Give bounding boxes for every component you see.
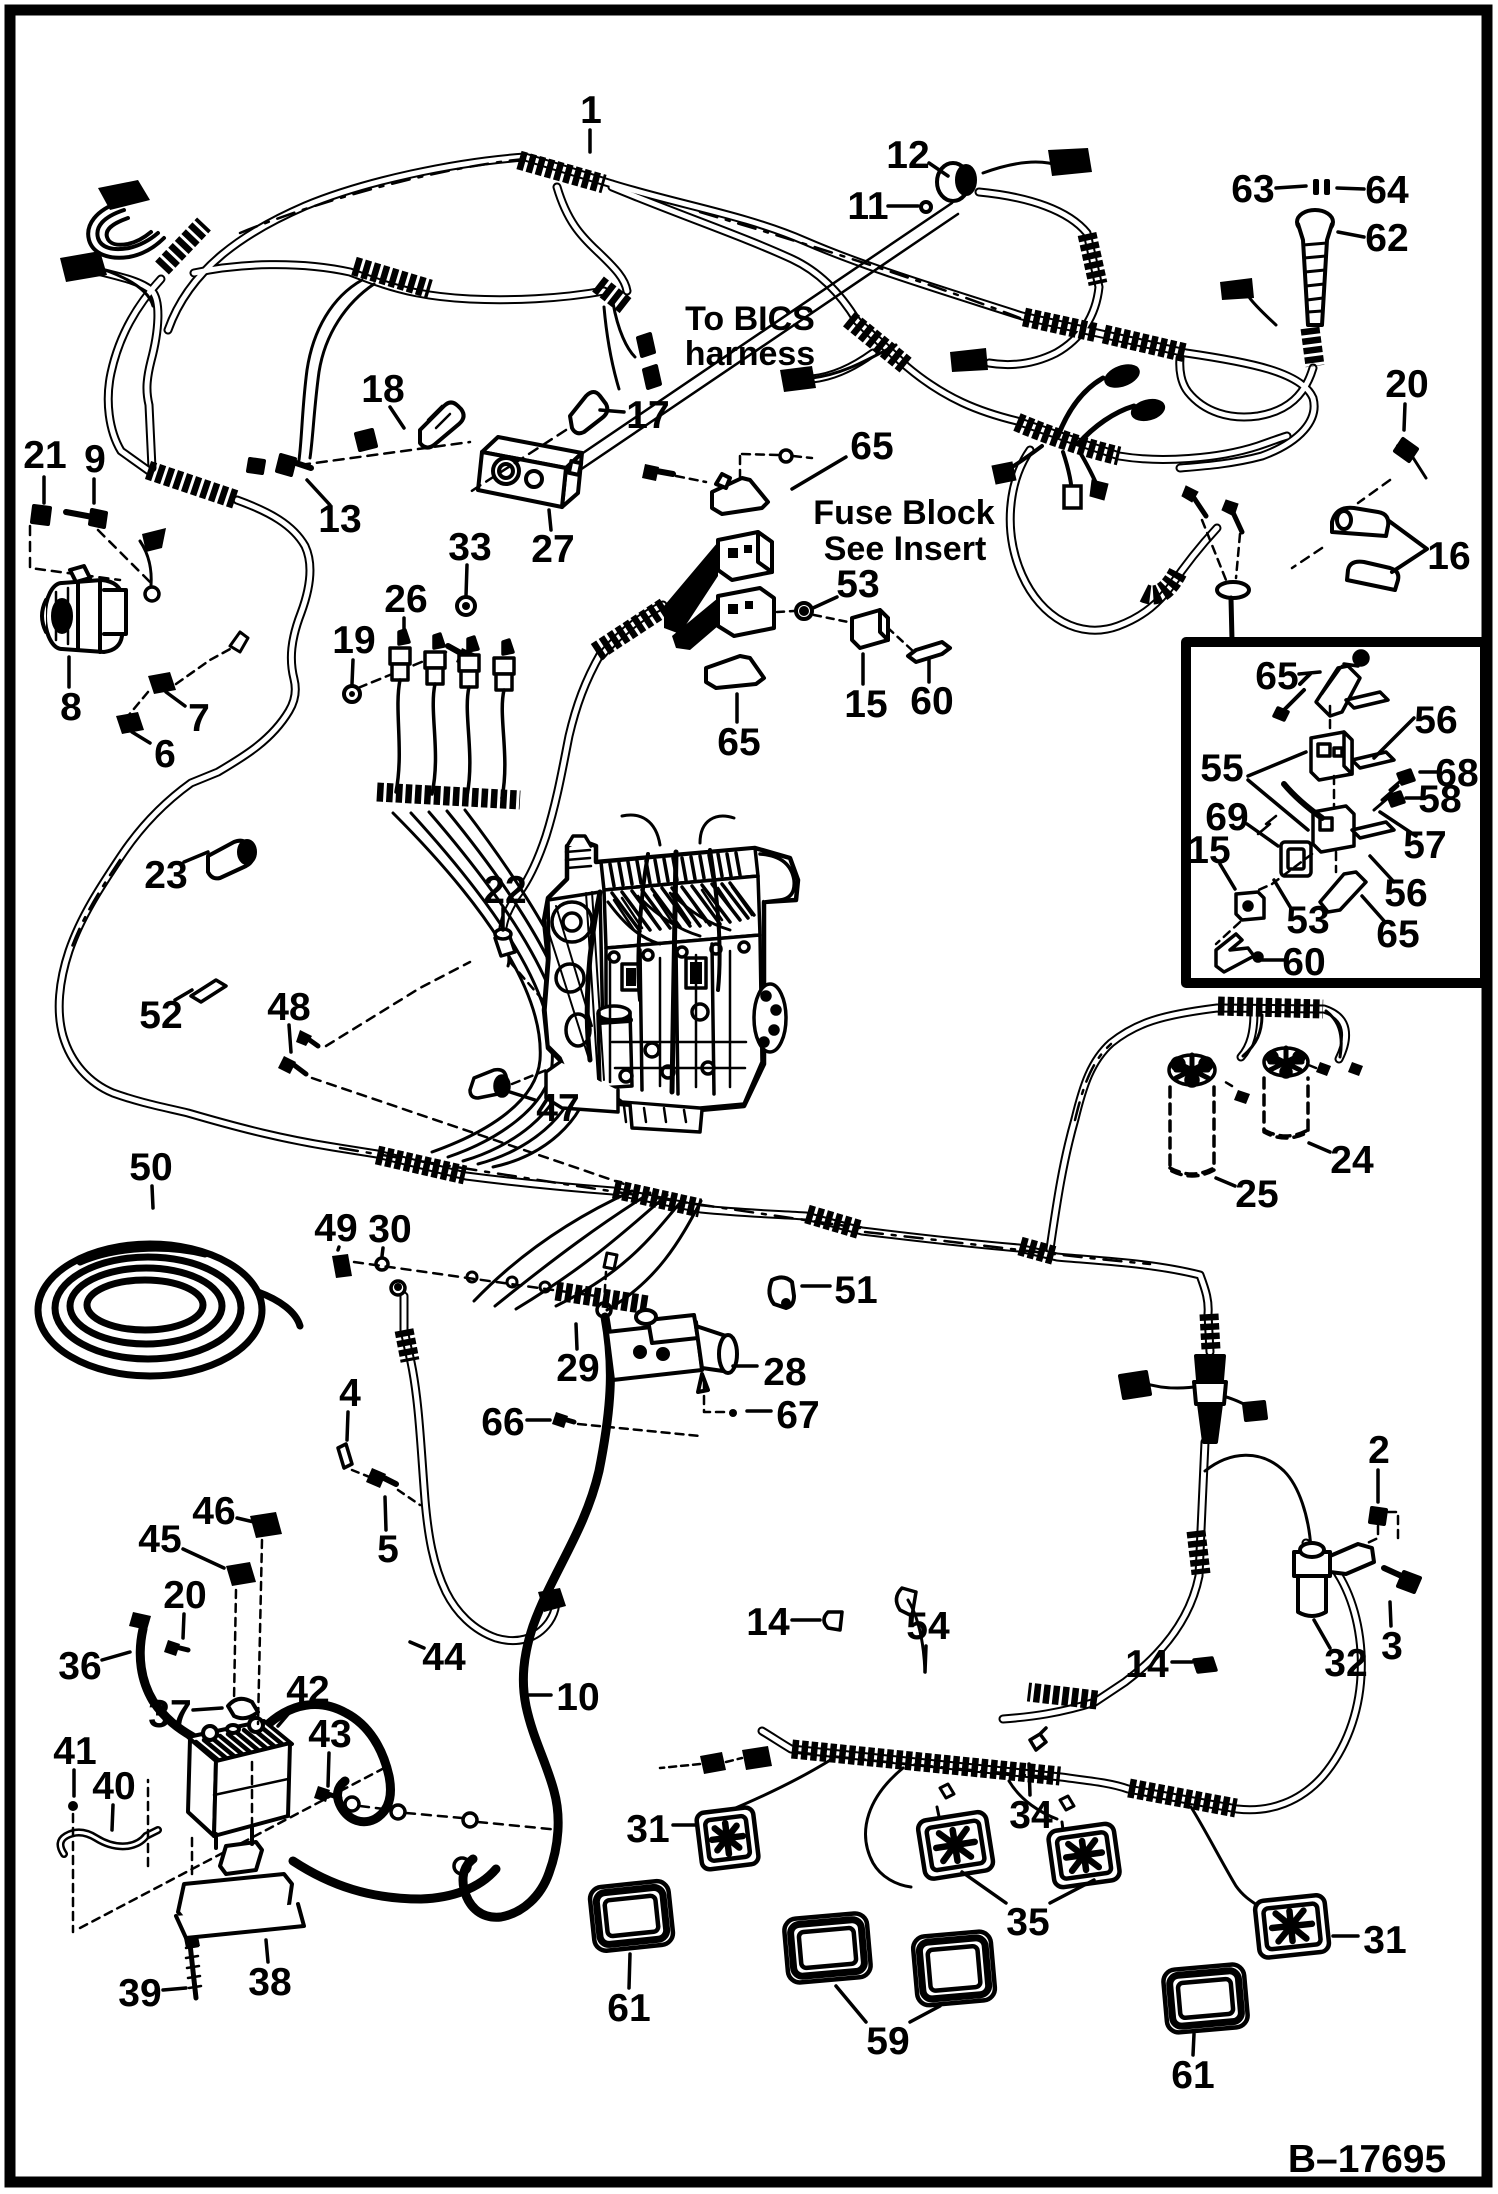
svg-text:24: 24 <box>1330 1139 1374 1182</box>
svg-text:15: 15 <box>844 683 887 726</box>
svg-text:63: 63 <box>1231 168 1274 211</box>
svg-text:53: 53 <box>836 563 879 606</box>
svg-text:18: 18 <box>361 368 404 411</box>
svg-text:38: 38 <box>248 1961 291 2004</box>
svg-text:55: 55 <box>1200 747 1243 790</box>
svg-text:37: 37 <box>148 1693 191 1736</box>
svg-text:60: 60 <box>1282 941 1325 984</box>
svg-text:13: 13 <box>318 498 361 541</box>
svg-text:62: 62 <box>1365 217 1408 260</box>
svg-text:56: 56 <box>1414 699 1457 742</box>
svg-text:20: 20 <box>163 1574 206 1617</box>
svg-text:69: 69 <box>1205 796 1248 839</box>
svg-text:19: 19 <box>332 619 375 662</box>
svg-text:59: 59 <box>866 2020 909 2063</box>
svg-text:harness: harness <box>685 335 815 373</box>
svg-text:See Insert: See Insert <box>824 530 987 568</box>
svg-text:11: 11 <box>847 185 888 228</box>
svg-text:1: 1 <box>580 89 602 132</box>
svg-text:27: 27 <box>531 528 574 571</box>
svg-text:47: 47 <box>536 1087 579 1130</box>
svg-text:14: 14 <box>1125 1643 1169 1686</box>
svg-text:B–17695: B–17695 <box>1288 2138 1446 2181</box>
svg-text:17: 17 <box>626 394 669 437</box>
svg-text:16: 16 <box>1427 535 1470 578</box>
svg-text:42: 42 <box>286 1669 329 1712</box>
svg-text:Fuse Block: Fuse Block <box>813 494 994 532</box>
svg-text:64: 64 <box>1365 169 1409 212</box>
svg-text:29: 29 <box>556 1347 599 1390</box>
svg-text:35: 35 <box>1006 1901 1049 1944</box>
svg-text:45: 45 <box>138 1518 181 1561</box>
svg-text:61: 61 <box>607 1987 650 2030</box>
svg-text:57: 57 <box>1403 824 1446 867</box>
svg-text:50: 50 <box>129 1146 172 1189</box>
svg-text:48: 48 <box>267 986 310 1029</box>
svg-text:65: 65 <box>717 721 760 764</box>
svg-text:66: 66 <box>481 1401 524 1444</box>
svg-text:20: 20 <box>1385 363 1428 406</box>
svg-text:41: 41 <box>53 1730 96 1773</box>
svg-text:52: 52 <box>139 994 182 1037</box>
svg-text:54: 54 <box>906 1605 950 1648</box>
svg-text:3: 3 <box>1381 1625 1403 1668</box>
svg-text:49: 49 <box>314 1207 357 1250</box>
svg-text:2: 2 <box>1368 1429 1390 1472</box>
svg-text:31: 31 <box>1363 1919 1406 1962</box>
svg-text:68: 68 <box>1435 752 1478 795</box>
svg-text:8: 8 <box>60 686 82 729</box>
svg-text:12: 12 <box>886 134 929 177</box>
svg-text:40: 40 <box>92 1765 135 1808</box>
svg-text:22: 22 <box>483 869 526 912</box>
svg-text:65: 65 <box>1255 655 1298 698</box>
svg-text:65: 65 <box>1376 913 1419 956</box>
svg-text:56: 56 <box>1384 872 1427 915</box>
svg-text:6: 6 <box>154 733 176 776</box>
svg-text:7: 7 <box>188 697 210 740</box>
svg-text:43: 43 <box>308 1713 351 1756</box>
svg-text:14: 14 <box>746 1601 790 1644</box>
svg-text:39: 39 <box>118 1972 161 2015</box>
svg-text:10: 10 <box>556 1676 599 1719</box>
svg-text:30: 30 <box>368 1208 411 1251</box>
svg-text:61: 61 <box>1171 2054 1214 2097</box>
svg-text:67: 67 <box>776 1394 819 1437</box>
svg-text:5: 5 <box>377 1528 399 1571</box>
svg-text:51: 51 <box>834 1269 877 1312</box>
svg-text:23: 23 <box>144 854 187 897</box>
svg-text:34: 34 <box>1009 1794 1053 1837</box>
svg-text:9: 9 <box>84 438 106 481</box>
svg-text:To BICS: To BICS <box>685 300 815 338</box>
svg-text:32: 32 <box>1324 1642 1367 1685</box>
svg-text:4: 4 <box>339 1372 361 1415</box>
svg-text:25: 25 <box>1235 1173 1278 1216</box>
svg-text:21: 21 <box>23 434 66 477</box>
svg-text:65: 65 <box>850 425 893 468</box>
svg-text:28: 28 <box>763 1351 806 1394</box>
svg-text:31: 31 <box>626 1808 669 1851</box>
svg-text:26: 26 <box>384 578 427 621</box>
svg-text:60: 60 <box>910 680 953 723</box>
svg-text:46: 46 <box>192 1490 235 1533</box>
svg-text:53: 53 <box>1286 899 1329 942</box>
svg-text:36: 36 <box>58 1645 101 1688</box>
svg-text:33: 33 <box>448 526 491 569</box>
svg-text:44: 44 <box>422 1636 466 1679</box>
svg-text:15: 15 <box>1187 829 1230 872</box>
svg-text:58: 58 <box>1418 778 1461 821</box>
